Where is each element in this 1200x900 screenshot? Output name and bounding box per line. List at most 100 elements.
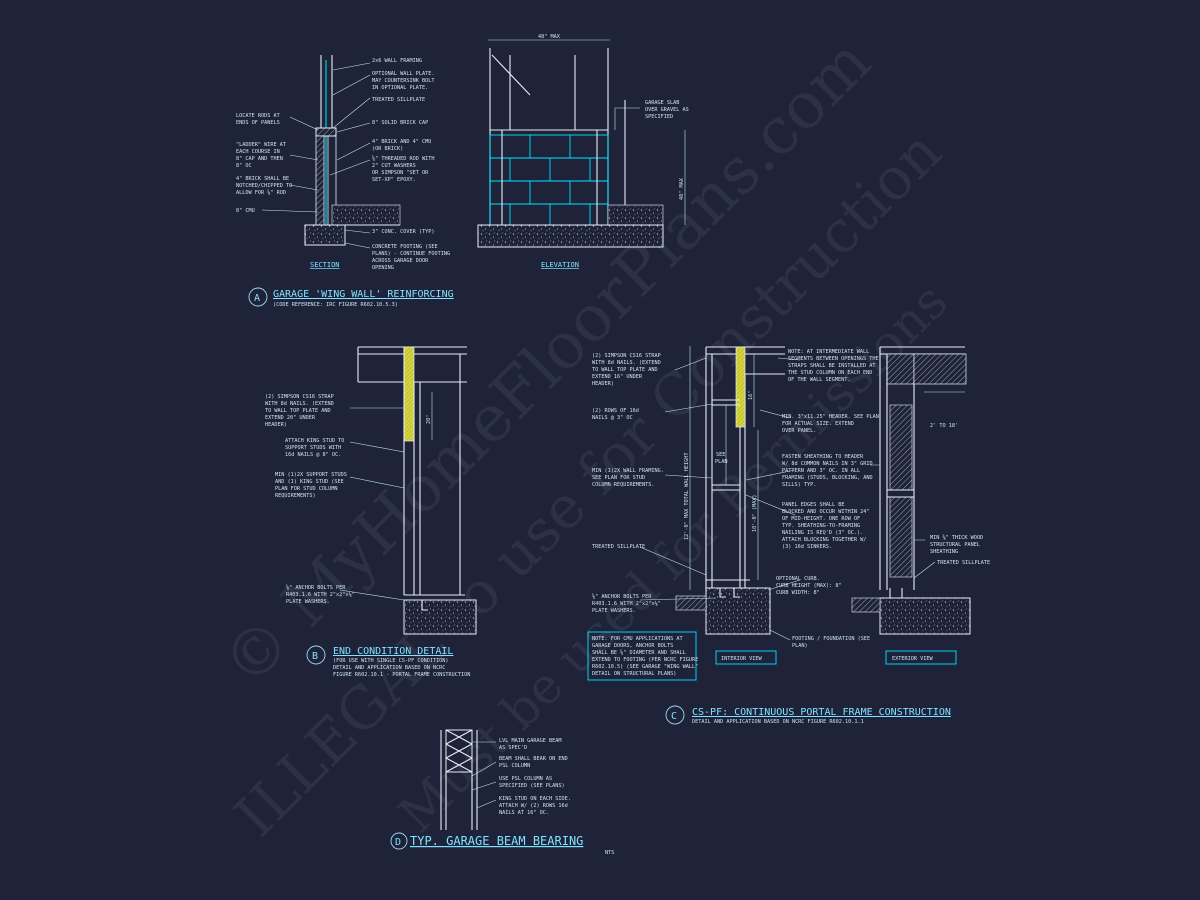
note-d: BEAM SHALL BEAR ON END (499, 756, 568, 762)
note-a-left: 8" CAP AND THEN (236, 156, 283, 162)
note-c-mid: CURB HEIGHT (MAX): 8" (776, 583, 842, 589)
interior-view-label: INTERIOR VIEW (721, 656, 762, 662)
note-a-mid: 4" BRICK AND 4" CMU (372, 139, 431, 145)
detail-c-subtitle: DETAIL AND APPLICATION BASED ON NCRC FIG… (692, 719, 864, 725)
note-d: ATTACH W/ (2) ROWS 16d (499, 803, 568, 809)
detail-c-note-box: NOTE: FOR CMU APPLICATIONS AT GARAGE DOO… (587, 631, 698, 681)
note-c-mid: W/ 8d COMMON NAILS IN 3" GRID (782, 461, 873, 467)
section-label: SECTION (310, 261, 340, 269)
note-a-mid: SET-XP" EPOXY. (372, 177, 416, 183)
note-a-mid: (OR BRICK) (372, 146, 403, 152)
detail-a-title: GARAGE 'WING WALL' REINFORCING (273, 289, 454, 300)
detail-c: SEE PLAN 12'-0" MAX TOTAL WALL HEIGHT 16… (587, 346, 990, 725)
note-a-mid: OPTIONAL WALL PLATE. (372, 71, 434, 77)
note-d: PSL COLUMN (499, 763, 530, 769)
detail-a-marker-circle (248, 287, 268, 307)
dim-ext: 2' TO 18' (930, 423, 958, 429)
note-a-left: ALLOW FOR ⅝" ROD (236, 189, 286, 196)
detail-a-marker: A (254, 293, 260, 304)
dim-header: 16" (748, 391, 754, 400)
note-b: SUPPORT STUDS WITH (285, 445, 341, 451)
detail-a-notes-right: GARAGE SLAB OVER GRAVEL AS SPECIFIED (645, 100, 689, 120)
detail-b-subtitle-3: FIGURE R602.10.1 - PORTAL FRAME CONSTRUC… (333, 672, 470, 678)
detail-c-marker-circle (665, 705, 685, 725)
note-c-mid: THE STUD COLUMN ON EACH END (788, 370, 872, 376)
detail-a-notes-left: LOCATE RODS AT ENDS OF PANELS "LADDER" W… (236, 113, 292, 214)
detail-d-title: TYP. GARAGE BEAM BEARING (410, 834, 583, 848)
detail-c-exterior-view: 2' TO 18' EXTERIOR VIEW (851, 346, 971, 665)
note-c-mid: OPTIONAL CURB. (776, 576, 820, 582)
note-c-right: MIN ⅜" THICK WOOD (930, 534, 983, 541)
detail-d-marker-circle (390, 832, 408, 850)
note-a-left: 4" BRICK SHALL BE (236, 176, 289, 182)
note-c-mid: STRAPS SHALL BE INSTALLED AT (788, 363, 875, 369)
note-d: KING STUD ON EACH SIDE. (499, 796, 571, 802)
note-d: SPECIFIED (SEE PLANS) (499, 783, 565, 789)
note-a-left: NOTCHED/CHIPPED TO (236, 183, 292, 189)
dim-total-height: 12'-0" MAX TOTAL WALL HEIGHT (684, 453, 690, 540)
note-c-mid: (3) 16d SINKERS. (782, 544, 832, 550)
dim-mid: 10'-0" (MAX) (752, 495, 758, 532)
note-a-left: 8" OC (236, 163, 252, 169)
note-b: HEADER) (265, 422, 287, 428)
note-c-left: WITH 8d NAILS. (EXTEND (592, 360, 661, 366)
note-c-mid: PATTERN AND 3" OC. IN ALL (782, 468, 860, 474)
note-c-mid: NAILING IS REQ'D (3" OC.). (782, 530, 863, 536)
note-c-left: NAILS @ 3" OC (592, 415, 633, 421)
detail-a-section-drawing: SECTION (261, 55, 401, 269)
note-a-mid: MAY COUNTERSINK BOLT (372, 78, 434, 84)
note-a-mid: 2" CUT WASHERS (372, 163, 416, 169)
see-plan-1: SEE (716, 452, 725, 458)
note-c-mid: CURB WIDTH: 8" (776, 590, 820, 596)
note-c-left: R403.1.6 WITH 2"x2"x⅛" (592, 600, 661, 607)
note-c-mid: PANEL EDGES SHALL BE (782, 502, 844, 508)
note-c-left: COLUMN REQUIREMENTS. (592, 482, 654, 488)
detail-a: SECTION 48" MAX (236, 34, 689, 308)
detail-c-title: CS-PF: CONTINUOUS PORTAL FRAME CONSTRUCT… (692, 707, 951, 718)
note-c-box: R602.10.5) (SEE GARAGE "WING WALL" (592, 664, 698, 670)
detail-b-title: END CONDITION DETAIL (333, 646, 453, 657)
note-b: (2) SIMPSON CS16 STRAP (265, 394, 334, 400)
note-b: TO WALL TOP PLATE AND (265, 408, 331, 414)
note-c-mid: FOOTING / FOUNDATION (SEE (792, 636, 870, 642)
note-c-mid: OF MID-HEIGHT. ONE ROW OF (782, 516, 860, 522)
note-c-box: EXTEND TO FOOTING (PER NCRC FIGURE (592, 657, 698, 663)
note-a-mid: TREATED SILLPLATE (372, 97, 425, 103)
note-c-left: HEADER) (592, 381, 614, 387)
note-c-mid: SEGMENTS BETWEEN OPENINGS THE (788, 356, 879, 362)
note-b: AND (1) KING STUD (SEE (275, 479, 344, 485)
note-d: AS SPEC'D (499, 745, 527, 751)
note-c-mid: PLAN) (792, 643, 808, 649)
note-c-left: (2) SIMPSON CS16 STRAP (592, 353, 661, 359)
detail-b-subtitle-1: (FOR USE WITH SINGLE CS-PF CONDITION) (333, 658, 449, 664)
note-b: MIN (1)2X SUPPORT STUDS (275, 472, 347, 478)
detail-d-drawing (440, 729, 497, 830)
note-d: NAILS AT 16" OC. (499, 810, 549, 816)
note-b: PLATE WASHERS. (286, 599, 330, 605)
note-c-box: NOTE: FOR CMU APPLICATIONS AT (592, 636, 683, 642)
elevation-label: ELEVATION (541, 261, 579, 269)
note-c-mid: ATTACH BLOCKING TOGETHER W/ (782, 537, 866, 543)
note-b: ⅝" ANCHOR BOLTS PER (286, 584, 346, 591)
note-c-left: MIN (1)2X WALL FRAMING. (592, 468, 664, 474)
note-a-right: GARAGE SLAB (645, 100, 679, 106)
exterior-view-label-box (885, 650, 957, 665)
note-c-mid: BLOCKED AND OCCUR WITHIN 24" (782, 509, 869, 515)
exterior-view-label: EXTERIOR VIEW (892, 656, 933, 662)
detail-b-dim: 20" (426, 415, 432, 424)
note-b: EXTEND 20" UNDER (265, 415, 316, 421)
note-c-mid: TYP. SHEATHING-TO-FRAMING (782, 523, 860, 529)
note-a-left: EACH COURSE IN (236, 149, 280, 155)
detail-c-notes-right: MIN ⅜" THICK WOOD STRUCTURAL PANEL SHEAT… (930, 534, 990, 566)
detail-d-marker: D (395, 837, 401, 848)
detail-d-notes: LVL MAIN GARAGE BEAM AS SPEC'D BEAM SHAL… (499, 738, 571, 816)
note-b: R403.1.6 WITH 2"x2"x⅛" (286, 591, 355, 598)
detail-a-elevation-drawing: 48" MAX 48" MAX ELEVATION (477, 34, 686, 269)
note-c-box: SHALL BE ⅝" DIAMETER AND SHALL (592, 649, 686, 656)
note-b: ATTACH KING STUD TO (285, 438, 344, 444)
note-a-left: "LADDER" WIRE AT (236, 142, 286, 148)
note-a-mid: OR SIMPSON "SET OR (372, 170, 429, 176)
detail-b-notes: (2) SIMPSON CS16 STRAP WITH 8d NAILS. (E… (265, 394, 355, 605)
detail-b-subtitle-2: DETAIL AND APPLICATION BASED ON NCRC (333, 665, 445, 671)
